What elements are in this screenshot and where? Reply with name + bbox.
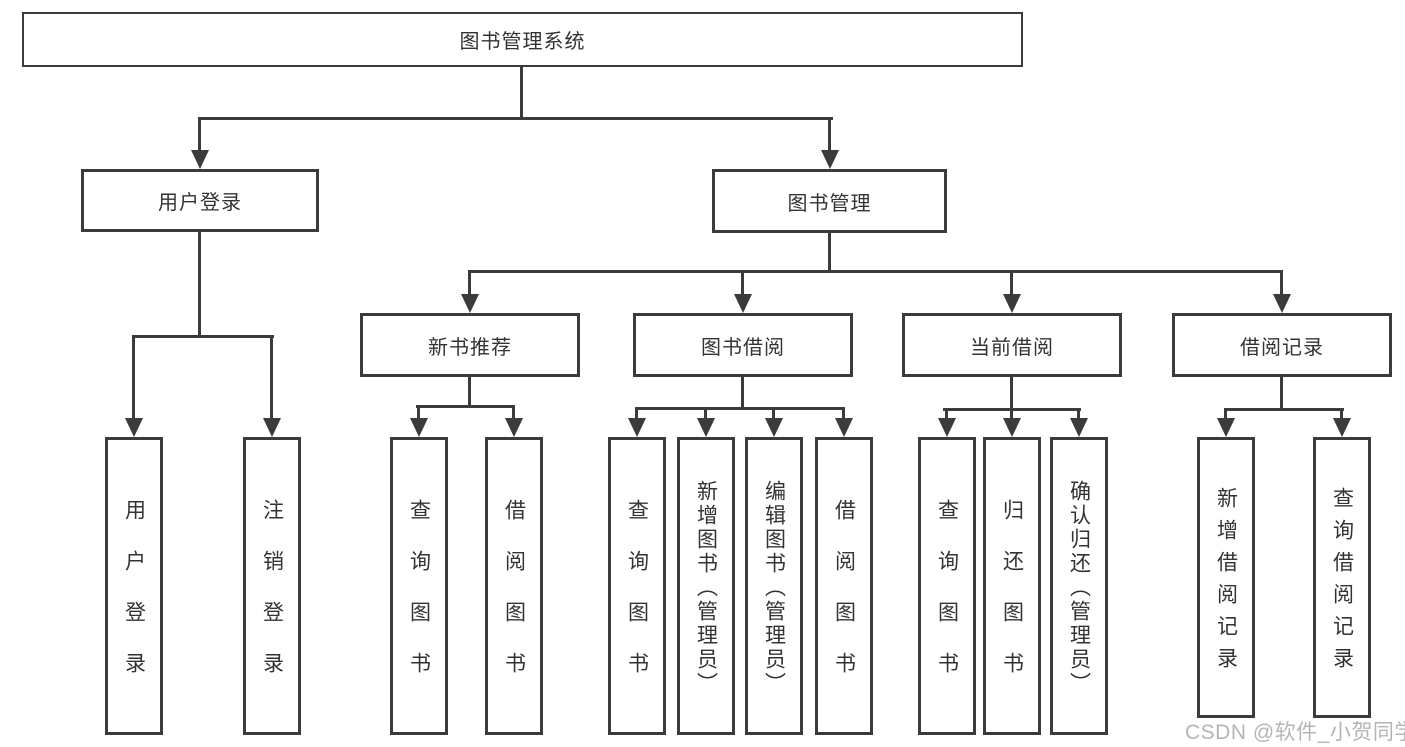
arrowhead-bb-query [628, 418, 646, 437]
node-book-management-label: 图书管理 [787, 192, 872, 215]
connector-current-borrow-vertical [1010, 377, 1013, 408]
leaf-edit-books-admin-label: 编辑图书（管理员） [762, 480, 786, 696]
leaf-query-books-recommend-label: 查询图书 [407, 499, 431, 703]
connector-stem-cb-confirm [1077, 408, 1080, 418]
arrowhead-borrow-records [1273, 294, 1291, 313]
arrowhead-current-borrow [1003, 294, 1021, 313]
arrowhead-bb-borrow [835, 418, 853, 437]
leaf-add-borrow-record-label: 新增借阅记录 [1214, 486, 1238, 679]
node-new-book-recommend: 新书推荐 [360, 313, 580, 377]
connector-stem-leaf-logout [270, 335, 273, 418]
node-new-book-recommend-label: 新书推荐 [428, 336, 512, 359]
node-user-login: 用户登录 [81, 169, 319, 232]
leaf-return-books-label: 归还图书 [1000, 499, 1024, 703]
connector-stem-current-borrow [1010, 270, 1013, 294]
node-current-borrowing: 当前借阅 [902, 313, 1122, 377]
connector-stem-book-borrow [741, 270, 744, 294]
arrowhead-leaf-user-login [125, 418, 143, 437]
leaf-query-books-borrowing: 查询图书 [608, 437, 666, 735]
node-borrow-records-label: 借阅记录 [1240, 336, 1324, 359]
connector-stem-cb-query [945, 408, 948, 418]
leaf-edit-books-admin: 编辑图书（管理员） [745, 437, 803, 735]
arrowhead-book-mgmt [821, 150, 839, 169]
leaf-user-login: 用户登录 [105, 437, 163, 735]
leaf-borrow-books-label: 借阅图书 [832, 499, 856, 703]
node-root-label: 图书管理系统 [459, 31, 586, 53]
leaf-borrow-books-recommend: 借阅图书 [485, 437, 543, 735]
leaf-query-books-current: 查询图书 [918, 437, 976, 735]
connector-stem-br-add [1224, 408, 1227, 418]
leaf-add-borrow-record: 新增借阅记录 [1197, 437, 1255, 718]
leaf-add-books-admin: 新增图书（管理员） [677, 437, 735, 735]
leaf-borrow-books-recommend-label: 借阅图书 [502, 499, 526, 703]
node-user-login-label: 用户登录 [158, 192, 242, 214]
arrowhead-bb-edit [765, 418, 783, 437]
connector-book-borrow-horizontal [635, 407, 845, 410]
arrowhead-br-query [1333, 418, 1351, 437]
connector-book-borrow-vertical [741, 377, 744, 407]
arrowhead-br-add [1217, 418, 1235, 437]
leaf-query-books-borrowing-label: 查询图书 [625, 499, 649, 703]
connector-root-vertical [520, 67, 523, 117]
node-book-management: 图书管理 [712, 169, 947, 233]
leaf-query-borrow-record-label: 查询借阅记录 [1330, 486, 1354, 679]
connector-stem-book-mgmt [828, 117, 831, 150]
arrowhead-book-borrow [734, 294, 752, 313]
node-book-borrowing: 图书借阅 [633, 313, 853, 377]
arrowhead-leaf-logout [263, 418, 281, 437]
connector-new-book-vertical [468, 377, 471, 405]
connector-stem-bb-edit [772, 407, 775, 418]
connector-borrow-records-vertical [1280, 377, 1283, 408]
connector-stem-borrow-records [1280, 270, 1283, 294]
arrowhead-cb-return [1003, 418, 1021, 437]
arrowhead-new-book [461, 294, 479, 313]
node-current-borrowing-label: 当前借阅 [970, 336, 1054, 359]
connector-stem-bb-query [635, 407, 638, 418]
leaf-query-books-recommend: 查询图书 [390, 437, 448, 735]
leaf-query-books-current-label: 查询图书 [935, 499, 959, 703]
connector-new-book-horizontal [416, 405, 515, 408]
node-root-system: 图书管理系统 [22, 12, 1023, 67]
connector-stem-new-book [468, 270, 471, 294]
arrowhead-bb-add [697, 418, 715, 437]
arrowhead-nb-borrow [505, 418, 523, 437]
connector-stem-bb-borrow [842, 407, 845, 418]
connector-stem-nb-borrow [512, 405, 515, 418]
connector-book-mgmt-vertical [828, 233, 831, 270]
connector-stem-user-login [198, 117, 201, 150]
connector-user-login-vertical [198, 232, 201, 335]
leaf-confirm-return-admin: 确认归还（管理员） [1050, 437, 1108, 735]
connector-stem-br-query [1340, 408, 1343, 418]
leaf-logout: 注销登录 [243, 437, 301, 735]
arrowhead-cb-query [938, 418, 956, 437]
node-borrow-records: 借阅记录 [1172, 313, 1392, 377]
leaf-add-books-admin-label: 新增图书（管理员） [694, 480, 718, 696]
csdn-watermark: CSDN @软件_小贺同学 [1185, 721, 1405, 744]
connector-stem-leaf-user-login [132, 335, 135, 418]
leaf-confirm-return-admin-label: 确认归还（管理员） [1067, 480, 1091, 696]
arrowhead-cb-confirm [1070, 418, 1088, 437]
arrowhead-nb-query [410, 418, 428, 437]
connector-book-mgmt-horizontal [468, 270, 1283, 273]
connector-user-login-horizontal [132, 335, 274, 338]
leaf-borrow-books: 借阅图书 [815, 437, 873, 735]
leaf-user-login-label: 用户登录 [122, 499, 146, 703]
connector-stem-nb-query [417, 405, 420, 418]
arrowhead-user-login [191, 150, 209, 169]
node-book-borrowing-label: 图书借阅 [701, 336, 785, 359]
connector-stem-cb-return [1010, 408, 1013, 418]
leaf-logout-label: 注销登录 [260, 499, 284, 703]
leaf-return-books: 归还图书 [983, 437, 1041, 735]
connector-stem-bb-add [704, 407, 707, 418]
connector-root-horizontal [198, 117, 833, 120]
leaf-query-borrow-record: 查询借阅记录 [1313, 437, 1371, 718]
connector-borrow-records-horizontal [1224, 408, 1344, 411]
